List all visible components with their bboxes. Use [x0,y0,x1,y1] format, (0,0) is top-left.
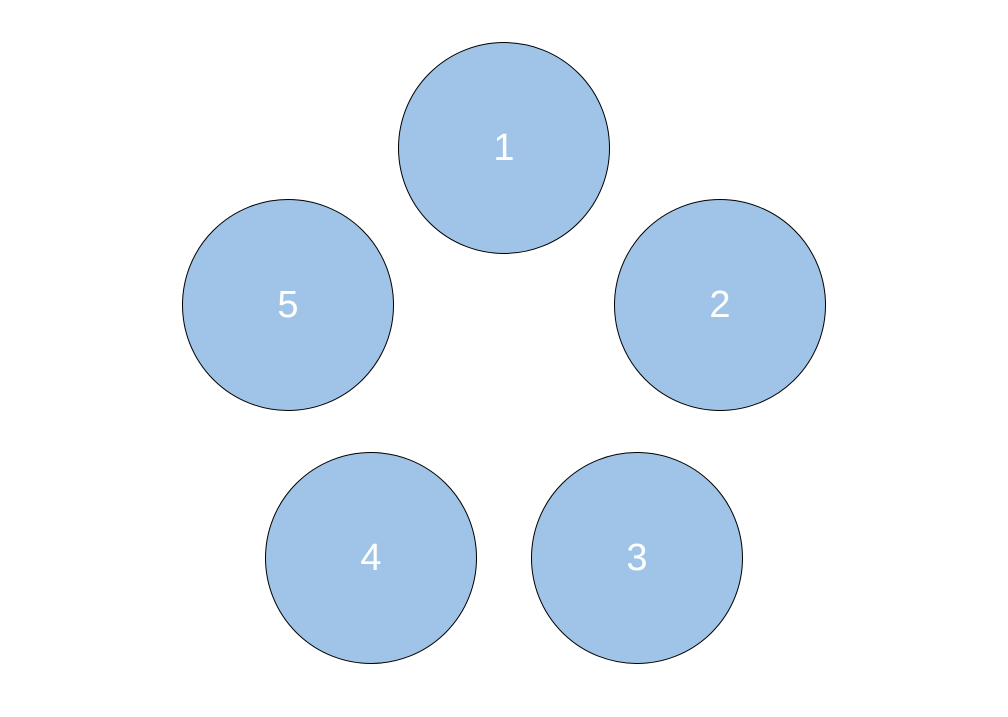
circle-node-3: 3 [531,452,743,664]
node-label-4: 4 [360,537,382,579]
node-label-3: 3 [626,537,648,579]
circle-node-1: 1 [398,42,610,254]
circle-node-4: 4 [265,452,477,664]
circle-node-5: 5 [182,199,394,411]
node-label-1: 1 [493,127,515,169]
node-label-2: 2 [709,284,731,326]
node-label-5: 5 [277,284,299,326]
circle-node-2: 2 [614,199,826,411]
